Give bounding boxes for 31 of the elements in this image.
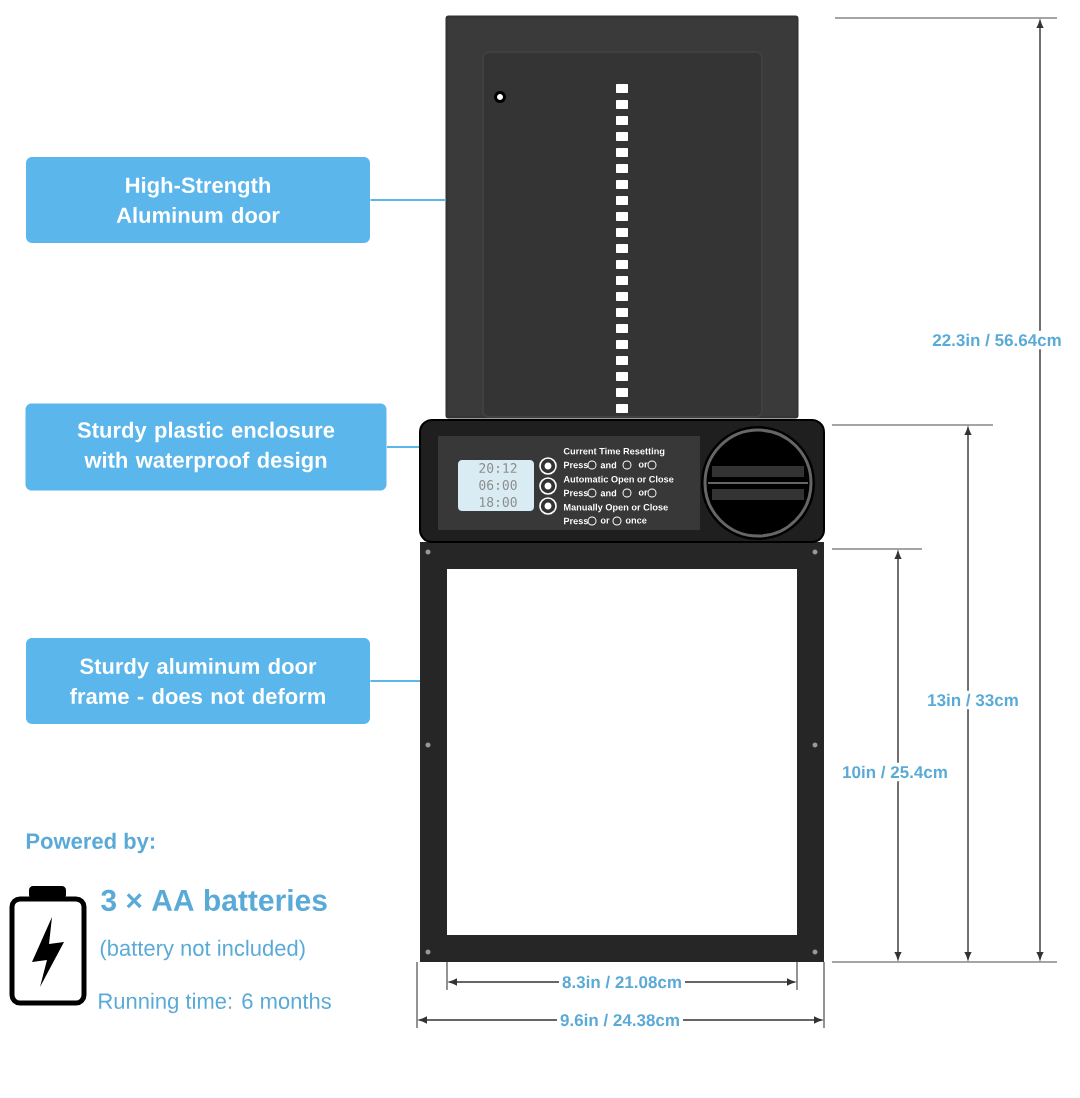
callout-box: Sturdy aluminum door frame - does not deform <box>26 638 370 724</box>
panel-text: or <box>638 462 648 468</box>
leader-line <box>369 680 421 682</box>
dimension-label: 10in / 25.4cm <box>839 762 951 782</box>
panel-text: and <box>600 489 617 497</box>
callout-box: High-Strength Aluminum door <box>26 157 370 243</box>
panel-text: Manually Open or Close <box>564 503 668 513</box>
dimension-label: 9.6in / 24.38cm <box>557 1010 683 1030</box>
callout-box: Sturdy plastic enclosure with waterproof design <box>25 403 387 491</box>
dimension-label: 22.3in / 56.64cm <box>929 330 1065 350</box>
leader-line <box>385 446 420 448</box>
panel-text: Current Time Resetting <box>563 447 665 457</box>
panel-text: Press <box>564 517 589 525</box>
door-frame <box>420 542 824 962</box>
panel-text: or <box>638 490 648 496</box>
panel-text: Press <box>564 489 589 497</box>
dimension-label: 13in / 33cm <box>924 690 1022 710</box>
lcd-digits: 20:12 <box>479 463 517 473</box>
battery-text: 3 × AA batteries <box>101 888 327 912</box>
panel-text: or <box>600 518 610 524</box>
panel-text: Automatic Open or Close <box>563 475 674 485</box>
lcd-digits: 18:00 <box>480 497 517 507</box>
note-text: (battery not included) <box>100 939 305 961</box>
heading-text: Powered by: <box>26 832 155 854</box>
leader-line <box>369 199 447 201</box>
panel-text: and <box>600 461 617 469</box>
note-text: Running time: 6 months <box>99 992 331 1014</box>
panel-text: once <box>625 518 647 524</box>
lcd-digits: 06:00 <box>479 480 517 490</box>
panel-text: Press <box>564 461 589 469</box>
dimension-label: 8.3in / 21.08cm <box>559 972 685 992</box>
